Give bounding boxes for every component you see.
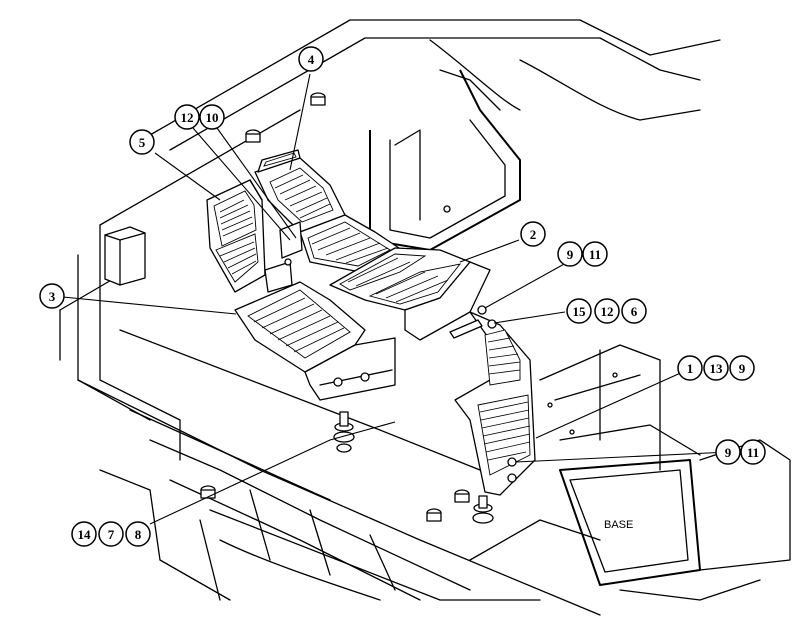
step-grating-5 bbox=[213, 190, 259, 283]
callout-9-11-top: 9 11 bbox=[557, 241, 608, 267]
svg-text:15: 15 bbox=[573, 304, 587, 319]
svg-text:6: 6 bbox=[631, 304, 638, 319]
svg-text:12: 12 bbox=[181, 110, 194, 125]
machine-frame bbox=[59, 19, 791, 616]
callout-9-11-bottom: 9 11 bbox=[715, 439, 766, 465]
step-assembly bbox=[206, 149, 536, 524]
fastener-stack-right bbox=[472, 495, 494, 524]
svg-text:3: 3 bbox=[49, 289, 56, 304]
svg-text:11: 11 bbox=[589, 247, 601, 262]
callout-15-12-6: 15 12 6 bbox=[566, 298, 647, 324]
svg-text:5: 5 bbox=[139, 135, 146, 150]
callout-12-10: 12 10 bbox=[174, 104, 225, 130]
svg-text:13: 13 bbox=[710, 361, 724, 376]
svg-text:10: 10 bbox=[206, 110, 219, 125]
callout-1-13-9: 1 13 9 bbox=[677, 355, 755, 381]
leader-lines bbox=[62, 73, 730, 525]
svg-text:2: 2 bbox=[530, 227, 537, 242]
callout-4: 4 bbox=[298, 46, 324, 72]
svg-text:12: 12 bbox=[601, 304, 614, 319]
svg-text:9: 9 bbox=[725, 445, 732, 460]
fastener-stack-front bbox=[333, 411, 355, 453]
bolt-icon bbox=[200, 92, 470, 522]
svg-text:1: 1 bbox=[687, 361, 694, 376]
callout-5: 5 bbox=[129, 129, 155, 155]
svg-text:8: 8 bbox=[135, 527, 142, 542]
svg-text:9: 9 bbox=[567, 247, 574, 262]
svg-text:7: 7 bbox=[108, 527, 115, 542]
base-label: BASE bbox=[604, 519, 633, 531]
callout-2: 2 bbox=[520, 221, 546, 247]
callout-3: 3 bbox=[39, 283, 65, 309]
svg-text:11: 11 bbox=[747, 445, 759, 460]
svg-text:4: 4 bbox=[308, 52, 315, 67]
callout-14-7-8: 14 7 8 bbox=[71, 521, 151, 547]
svg-text:14: 14 bbox=[78, 527, 92, 542]
svg-text:9: 9 bbox=[739, 361, 746, 376]
